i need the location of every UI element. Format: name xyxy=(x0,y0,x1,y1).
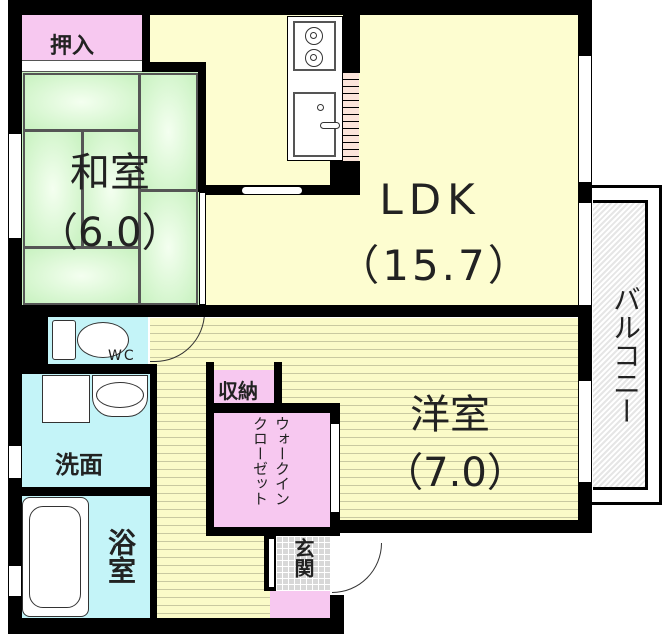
wall-shuno-bottom xyxy=(206,403,340,413)
oshiire-label: 押入 xyxy=(50,34,95,59)
window-ldk-east[interactable] xyxy=(578,55,592,183)
wash-basin xyxy=(92,375,148,417)
ldk-size: （15.7） xyxy=(337,241,533,290)
sink xyxy=(293,92,340,157)
oshiire-door xyxy=(22,60,142,72)
washitsu-size: （6.0） xyxy=(38,210,182,256)
wic-label-line1: ウォークイン xyxy=(273,416,291,506)
shuno-closet xyxy=(214,370,274,403)
kitchen-backsplash xyxy=(343,73,359,161)
window-ldk-balcony[interactable] xyxy=(578,202,592,306)
wall-bottom xyxy=(8,618,330,634)
walk-in-closet xyxy=(214,413,330,527)
tatami-mat xyxy=(23,247,140,305)
wall-senmen-bottom xyxy=(22,487,157,496)
senmen-label: 洗面 xyxy=(55,451,103,479)
genkan-label: 玄関 xyxy=(291,538,315,578)
kitchen-wall xyxy=(343,15,360,73)
oshiire-closet xyxy=(22,15,142,60)
shoe-cabinet xyxy=(268,538,275,588)
tatami-mat xyxy=(139,190,198,305)
sliding-door-washitsu[interactable] xyxy=(199,192,206,305)
tatami-mat xyxy=(23,73,140,131)
faucet-icon xyxy=(320,122,340,129)
wall-shuno-right xyxy=(274,362,282,413)
shuno-label: 収納 xyxy=(218,379,258,403)
wall-left xyxy=(8,0,22,634)
genkan xyxy=(270,536,330,591)
wic-door[interactable] xyxy=(330,423,340,513)
wall-genkan-right xyxy=(330,595,344,634)
tatami-mat xyxy=(23,130,83,248)
yokushitsu-label: 浴室 xyxy=(104,528,137,584)
wall-wc-bottom xyxy=(22,364,157,374)
window-bath-west[interactable] xyxy=(8,565,22,597)
wall-washitsu-top xyxy=(142,62,206,72)
burner-icon xyxy=(305,27,323,45)
wall-washitsu-right xyxy=(198,62,206,192)
balcony-floor xyxy=(593,200,648,490)
wall-bath-right xyxy=(150,374,157,618)
wall-yoshitsu-bottom xyxy=(330,520,592,533)
ldk-floor xyxy=(150,15,578,310)
wall-oshiire-right xyxy=(142,15,150,72)
wall-wic-left xyxy=(206,362,214,535)
wic-label-line2: クローゼット xyxy=(251,416,269,506)
toilet-bowl xyxy=(77,322,129,358)
stove xyxy=(293,21,336,71)
entrance-door[interactable] xyxy=(332,543,382,593)
balcony-label: バルコニー xyxy=(609,285,642,425)
window-yoshitsu-east[interactable] xyxy=(578,380,592,483)
wall-mid-horizontal xyxy=(22,305,592,317)
pass-through-window xyxy=(242,187,302,194)
ldk-label: LDK xyxy=(379,175,481,224)
window-washitsu-west[interactable] xyxy=(8,133,22,239)
wall-top xyxy=(8,0,590,15)
wall-wic-bottom xyxy=(206,527,340,536)
burner-icon xyxy=(305,49,323,67)
genkan-step xyxy=(270,591,330,618)
washitsu-label: 和室 xyxy=(70,150,150,196)
window-senmen-west[interactable] xyxy=(8,445,22,479)
wc-label: WC xyxy=(108,348,136,364)
wall-wc-left xyxy=(22,305,48,370)
washing-machine xyxy=(42,375,90,423)
yoshitsu-label: 洋室 xyxy=(410,392,490,438)
yoshitsu-size: （7.0） xyxy=(383,450,527,496)
bathtub xyxy=(22,497,89,617)
toilet-tank xyxy=(52,320,76,360)
